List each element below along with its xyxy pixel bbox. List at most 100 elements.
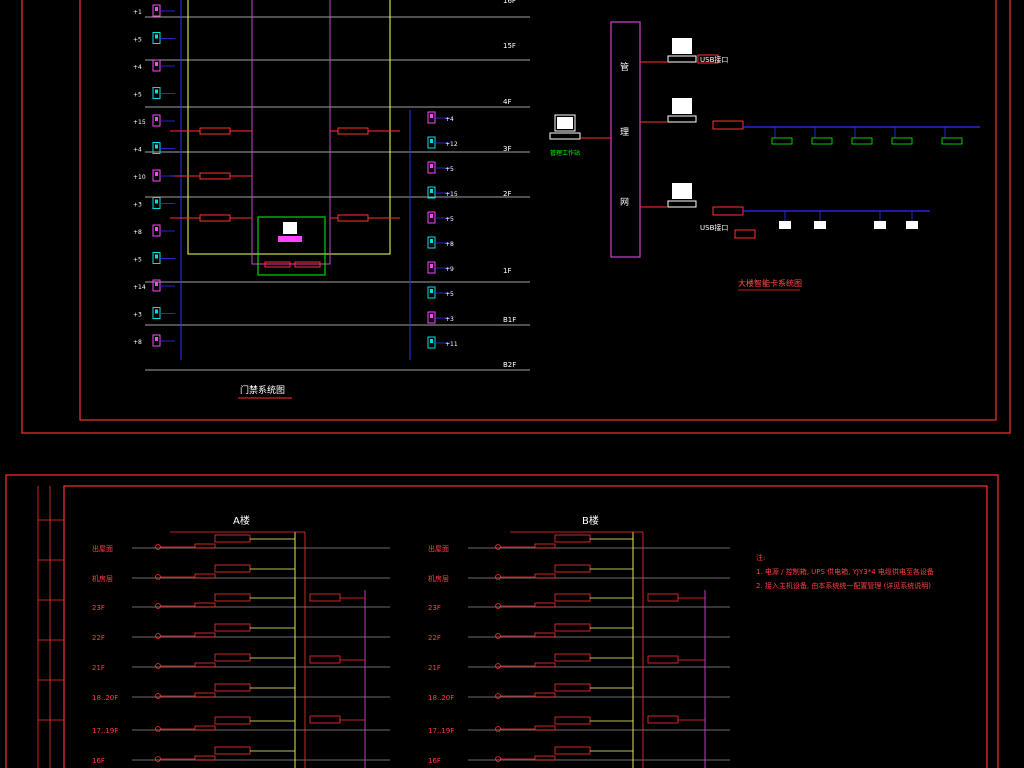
device-label: +11 bbox=[445, 341, 458, 348]
device-label: +12 bbox=[445, 141, 458, 148]
floor-label: 15F bbox=[503, 42, 516, 50]
workstation-3-icon bbox=[667, 183, 697, 208]
floor-row: 22F bbox=[428, 623, 730, 642]
floor-label: 机房层 bbox=[92, 574, 113, 583]
device-label: +4 bbox=[133, 147, 142, 154]
hub-char-3: 网 bbox=[620, 197, 629, 208]
floor-label: 21F bbox=[428, 664, 441, 672]
floor-row: 22F bbox=[92, 623, 390, 642]
tower-b-title: B楼 bbox=[582, 514, 599, 527]
device-label: +3 bbox=[133, 312, 142, 319]
floor-row: 23F bbox=[92, 593, 390, 612]
controller-modules bbox=[170, 127, 400, 268]
device-label: +5 bbox=[133, 37, 142, 44]
device-item: +4 bbox=[133, 142, 175, 154]
floor-label: 机房层 bbox=[428, 574, 449, 583]
device-item: +4 bbox=[133, 59, 175, 72]
floor-label: 23F bbox=[428, 604, 441, 612]
device-item: +5 bbox=[133, 252, 175, 264]
floor-label: 出屋面 bbox=[428, 544, 449, 553]
top-outer-frame bbox=[21, 0, 1011, 434]
floor-label: 2F bbox=[503, 190, 511, 198]
hub-char-1: 管 bbox=[620, 61, 629, 73]
floor-label: 18..20F bbox=[428, 694, 454, 702]
card-reader-module bbox=[771, 127, 793, 145]
device-item: +1 bbox=[133, 4, 175, 17]
floor-row: 17..19F bbox=[428, 716, 730, 735]
floor-row: 23F bbox=[428, 593, 730, 612]
bus-devices bbox=[771, 127, 963, 229]
device-item: +3 bbox=[133, 197, 175, 209]
host-label: 管理工作站 bbox=[550, 149, 580, 157]
floor-row: 机房层 bbox=[92, 564, 390, 583]
device-label: +14 bbox=[133, 284, 146, 291]
bottom-inner-frame bbox=[63, 485, 988, 768]
device-label: +5 bbox=[445, 166, 454, 173]
device-item: +5 bbox=[133, 87, 175, 99]
door-reader bbox=[906, 211, 918, 229]
floor-label: 23F bbox=[92, 604, 105, 612]
card-reader-module bbox=[851, 127, 873, 145]
floor-label: 17..19F bbox=[428, 727, 454, 735]
usb-label-1: USB接口 bbox=[700, 55, 728, 64]
floor-label: 21F bbox=[92, 664, 105, 672]
device-label: +5 bbox=[133, 92, 142, 99]
workstation-2-icon bbox=[667, 98, 697, 123]
device-label: +5 bbox=[445, 291, 454, 298]
note-line-2: 2. 接入主机设备, 由本系统统一配置管理 (详见系统说明) bbox=[756, 581, 931, 590]
device-item: +8 bbox=[133, 334, 175, 347]
floor-label: 22F bbox=[92, 634, 105, 642]
floor-label: 17..19F bbox=[92, 727, 118, 735]
hub-cabinet bbox=[610, 21, 641, 258]
door-reader bbox=[814, 211, 826, 229]
tower-a-title: A楼 bbox=[233, 514, 250, 527]
controller-workstation-icon bbox=[278, 222, 302, 242]
floor-label: 16F bbox=[92, 757, 105, 765]
floor-row: 16F bbox=[428, 746, 730, 765]
floor-label: 3F bbox=[503, 145, 511, 153]
top-inner-frame bbox=[79, 0, 997, 421]
device-item: +5 bbox=[427, 161, 454, 174]
drawing-title: 门禁系统图 bbox=[240, 384, 285, 396]
device-item: +5 bbox=[133, 32, 175, 44]
note-line-1: 1. 电源 / 控制箱, UPS 供电箱, YJY3*4 电缆供电至各设备 bbox=[756, 567, 934, 576]
title-block-strip bbox=[37, 486, 64, 768]
device-label: +8 bbox=[133, 229, 142, 236]
device-item: +9 bbox=[427, 261, 454, 274]
controller-green-box bbox=[257, 216, 326, 276]
device-item: +3 bbox=[133, 307, 175, 319]
device-label: +3 bbox=[133, 202, 142, 209]
floor-label: 4F bbox=[503, 98, 511, 106]
floor-label: 16F bbox=[428, 757, 441, 765]
system-title: 大楼智能卡系统图 bbox=[738, 278, 802, 288]
device-item: +8 bbox=[133, 224, 175, 237]
floor-row: 16F bbox=[92, 746, 390, 765]
device-item: +15 bbox=[133, 114, 175, 127]
device-label: +4 bbox=[133, 64, 142, 71]
bottom-outer-frame bbox=[5, 474, 999, 768]
floor-row: 21F bbox=[92, 653, 390, 672]
note-heading: 注: bbox=[756, 553, 765, 562]
device-item: +10 bbox=[133, 169, 175, 182]
device-label: +4 bbox=[445, 116, 454, 123]
floor-label: B1F bbox=[503, 316, 516, 324]
riser-magenta-box bbox=[251, 0, 331, 265]
device-item: +12 bbox=[427, 136, 458, 149]
device-label: +5 bbox=[445, 216, 454, 223]
floor-row: 18..20F bbox=[92, 683, 390, 702]
notes-block: 注: 1. 电源 / 控制箱, UPS 供电箱, YJY3*4 电缆供电至各设备… bbox=[756, 553, 934, 590]
floor-label: 1F bbox=[503, 267, 511, 275]
workstation-1-icon bbox=[667, 38, 697, 63]
device-item: +5 bbox=[427, 286, 454, 299]
right-device-column: +4+12+5+15+5+8+9+5+3+11 bbox=[427, 111, 458, 349]
device-label: +3 bbox=[445, 316, 454, 323]
floor-row: 21F bbox=[428, 653, 730, 672]
device-label: +15 bbox=[133, 119, 146, 126]
floor-label: B2F bbox=[503, 361, 516, 369]
floor-row: 机房层 bbox=[428, 564, 730, 583]
device-label: +9 bbox=[445, 266, 454, 273]
card-reader-module bbox=[811, 127, 833, 145]
device-label: +15 bbox=[445, 191, 458, 198]
